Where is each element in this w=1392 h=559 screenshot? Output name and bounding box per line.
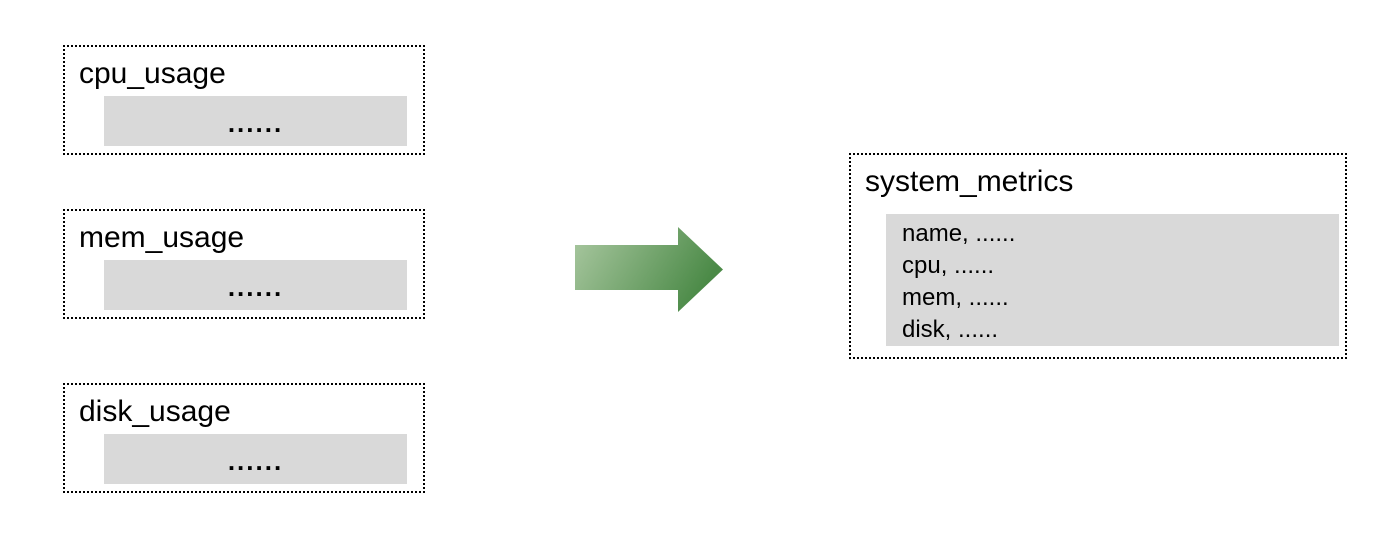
merge-arrow-icon: [575, 227, 723, 312]
source-box-title: mem_usage: [79, 221, 245, 254]
field-row-disk: disk, ......: [902, 316, 999, 343]
ellipsis-placeholder: ......: [227, 107, 284, 138]
field-row-cpu: cpu, ......: [902, 252, 995, 279]
ellipsis-placeholder: ......: [227, 445, 284, 476]
source-box-disk-usage: disk_usage ......: [63, 383, 425, 493]
ellipsis-placeholder: ......: [227, 271, 284, 302]
source-box-data-panel: ......: [104, 434, 407, 484]
field-row-mem: mem, ......: [902, 284, 1009, 311]
source-box-cpu-usage: cpu_usage ......: [63, 45, 425, 155]
source-box-data-panel: ......: [104, 96, 407, 146]
source-box-data-panel: ......: [104, 260, 407, 310]
source-box-title: cpu_usage: [79, 57, 226, 90]
source-box-title: disk_usage: [79, 395, 231, 428]
result-box-data-panel: name, ...... cpu, ...... mem, ...... dis…: [886, 214, 1339, 346]
result-box-title: system_metrics: [865, 165, 1074, 198]
source-box-mem-usage: mem_usage ......: [63, 209, 425, 319]
result-box-system-metrics: system_metrics name, ...... cpu, ...... …: [849, 153, 1347, 359]
field-row-name: name, ......: [902, 220, 1016, 247]
